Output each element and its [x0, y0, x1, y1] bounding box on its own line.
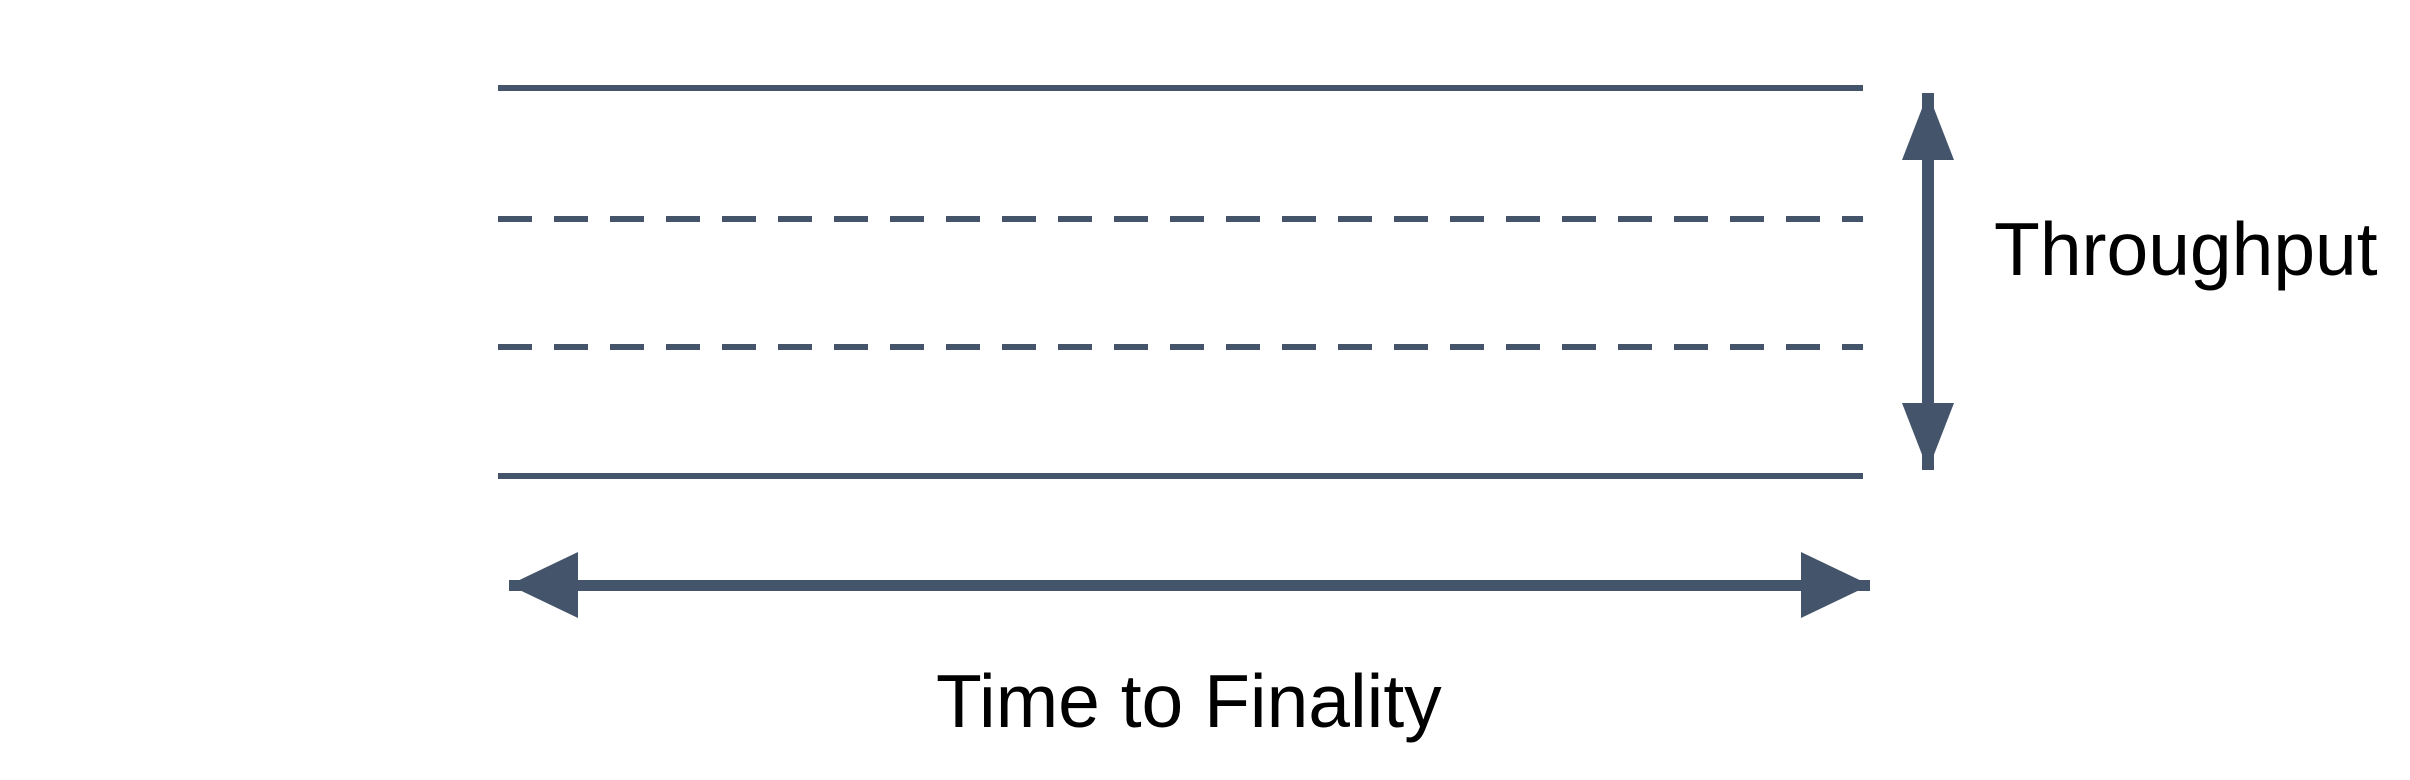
- time-to-finality-arrow-head-left: [509, 552, 578, 618]
- throughput-arrow-head-up: [1902, 93, 1954, 160]
- throughput-arrow: [1902, 93, 1954, 470]
- time-to-finality-arrow-head-right: [1801, 552, 1870, 618]
- time-to-finality-arrow-shaft: [509, 580, 1870, 591]
- time-to-finality-axis-label: Time to Finality: [936, 659, 1442, 743]
- throughput-arrow-head-down: [1902, 403, 1954, 470]
- throughput-axis-label: Throughput: [1994, 207, 2378, 291]
- time-to-finality-arrow: [509, 552, 1870, 618]
- throughput-arrow-shaft: [1922, 93, 1934, 470]
